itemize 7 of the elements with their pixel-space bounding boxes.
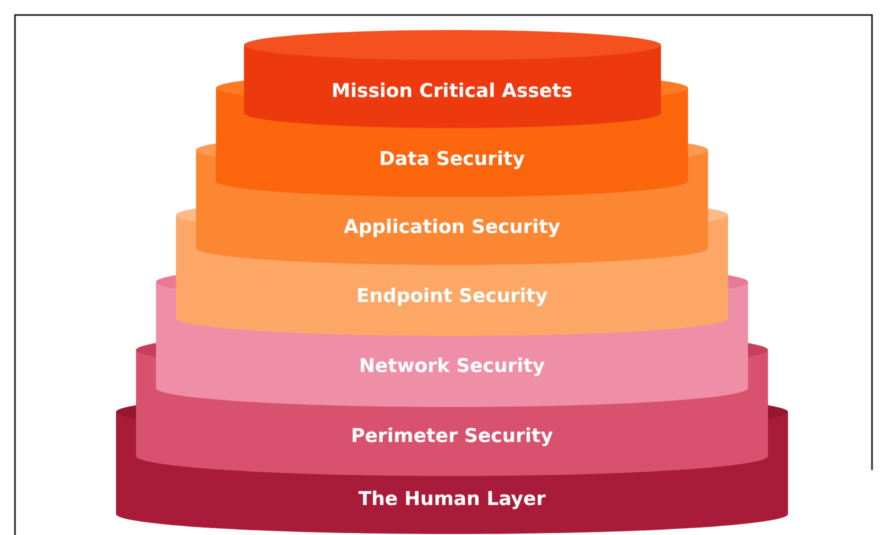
tier-label: Perimeter Security: [350, 424, 554, 448]
tier-label: The Human Layer: [358, 487, 546, 511]
tier-label: Application Security: [344, 214, 560, 238]
tier-label: Network Security: [359, 354, 545, 378]
tier-label: Mission Critical Assets: [332, 78, 572, 102]
tier-label: Endpoint Security: [356, 284, 548, 308]
tier-label: Data Security: [379, 146, 525, 170]
